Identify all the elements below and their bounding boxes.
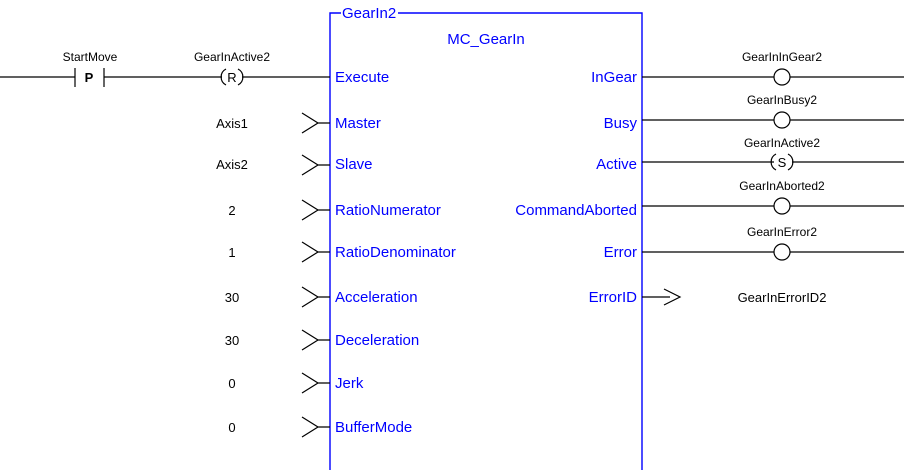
- pin-buffer-mode[interactable]: BufferMode: [335, 419, 412, 436]
- pin-busy[interactable]: Busy: [604, 115, 638, 132]
- coil-label-in-gear: GearInInGear2: [742, 50, 822, 64]
- set-coil-symbol[interactable]: S: [778, 155, 787, 170]
- coil-icon[interactable]: [773, 243, 791, 261]
- value-deceleration[interactable]: 30: [225, 333, 239, 348]
- pin-error-id[interactable]: ErrorID: [589, 289, 638, 306]
- value-error-id[interactable]: GearInErrorID2: [738, 290, 827, 305]
- pin-master[interactable]: Master: [335, 115, 381, 132]
- pin-jerk[interactable]: Jerk: [335, 375, 364, 392]
- reset-coil-left: [220, 68, 227, 86]
- pin-in-gear[interactable]: InGear: [591, 69, 637, 86]
- coil-label-busy: GearInBusy2: [747, 93, 817, 107]
- coil-label-active: GearInActive2: [744, 136, 820, 150]
- connector-arrow-icon: [301, 372, 330, 394]
- pin-active[interactable]: Active: [596, 156, 637, 173]
- contact-label: StartMove: [63, 50, 118, 64]
- output-coils: GearInInGear2 GearInBusy2 S GearInActive…: [642, 50, 904, 306]
- value-ratio-numerator[interactable]: 2: [228, 203, 235, 218]
- coil-icon[interactable]: [773, 197, 791, 215]
- pin-execute[interactable]: Execute: [335, 69, 389, 86]
- value-jerk[interactable]: 0: [228, 376, 235, 391]
- input-pins: Execute Master Slave RatioNumerator Rati…: [335, 69, 456, 436]
- pin-error[interactable]: Error: [604, 244, 637, 261]
- pin-deceleration[interactable]: Deceleration: [335, 332, 419, 349]
- connector-arrow-icon: [301, 416, 330, 438]
- connector-arrow-icon: [301, 241, 330, 263]
- reset-coil-label: GearInActive2: [194, 50, 270, 64]
- coil-label-aborted: GearInAborted2: [739, 179, 825, 193]
- block-right-border: [398, 12, 643, 470]
- coil-icon[interactable]: [773, 68, 791, 86]
- set-coil-left: [770, 153, 777, 171]
- connector-arrow-icon: [301, 286, 330, 308]
- connector-arrow-icon: [301, 199, 330, 221]
- value-buffer-mode[interactable]: 0: [228, 420, 235, 435]
- coil-icon[interactable]: [773, 111, 791, 129]
- input-values: Axis1 Axis2 2 1 30 30 0 0: [216, 112, 330, 438]
- output-pins: InGear Busy Active CommandAborted Error …: [515, 69, 637, 306]
- positive-transition-contact[interactable]: P: [85, 70, 94, 85]
- pin-ratio-denominator[interactable]: RatioDenominator: [335, 244, 456, 261]
- connector-arrow-icon: [301, 329, 330, 351]
- execute-rung: P StartMove R GearInActive2: [0, 50, 330, 87]
- pin-ratio-numerator[interactable]: RatioNumerator: [335, 202, 441, 219]
- pin-acceleration[interactable]: Acceleration: [335, 289, 418, 306]
- value-slave[interactable]: Axis2: [216, 157, 248, 172]
- coil-label-error: GearInError2: [747, 225, 817, 239]
- reset-coil-symbol[interactable]: R: [227, 70, 236, 85]
- output-arrow-icon: [663, 288, 682, 306]
- block-type-name: MC_GearIn: [447, 31, 525, 48]
- value-ratio-denominator[interactable]: 1: [228, 245, 235, 260]
- value-acceleration[interactable]: 30: [225, 290, 239, 305]
- value-master[interactable]: Axis1: [216, 116, 248, 131]
- function-block[interactable]: GearIn2 MC_GearIn: [329, 5, 643, 470]
- block-left-border: [329, 12, 341, 470]
- pin-slave[interactable]: Slave: [335, 156, 373, 173]
- connector-arrow-icon: [301, 154, 330, 176]
- connector-arrow-icon: [301, 112, 330, 134]
- pin-command-aborted[interactable]: CommandAborted: [515, 202, 637, 219]
- block-instance-name: GearIn2: [342, 5, 396, 22]
